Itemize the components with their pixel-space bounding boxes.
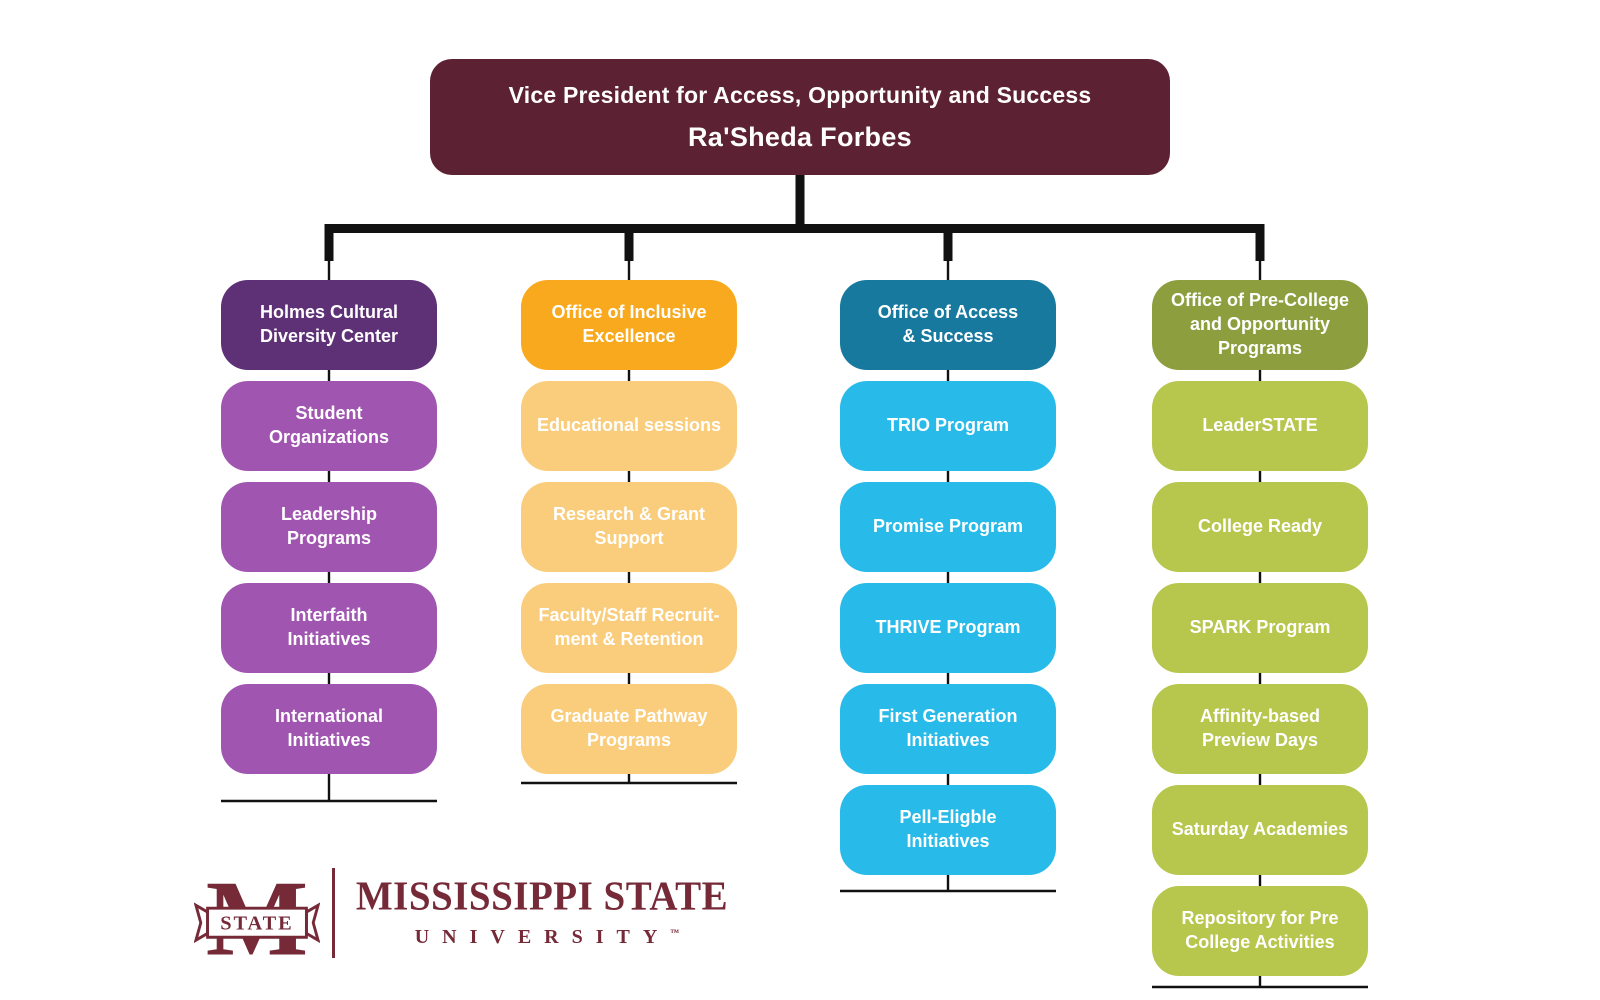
logo-divider xyxy=(332,868,335,958)
root-node-title: Vice President for Access, Opportunity a… xyxy=(508,81,1092,108)
org-node: Faculty/Staff Recruit- ment & Retention xyxy=(521,583,737,673)
org-node: LeaderSTATE xyxy=(1152,381,1368,471)
org-node: Affinity-based Preview Days xyxy=(1152,684,1368,774)
org-node: International Initiatives xyxy=(221,684,437,774)
org-node: Leadership Programs xyxy=(221,482,437,572)
org-node: Educational sessions xyxy=(521,381,737,471)
org-node: Student Organizations xyxy=(221,381,437,471)
org-node: TRIO Program xyxy=(840,381,1056,471)
org-node-header: Office of Inclusive Excellence xyxy=(521,280,737,370)
msu-wordmark: MISSISSIPPI STATE UNIVERSITY™ xyxy=(352,874,732,949)
root-node: Vice President for Access, Opportunity a… xyxy=(430,59,1170,175)
org-node: Repository for Pre College Activities xyxy=(1152,886,1368,976)
org-node: Promise Program xyxy=(840,482,1056,572)
msu-wordmark-line1: MISSISSIPPI STATE xyxy=(355,873,729,920)
org-node: College Ready xyxy=(1152,482,1368,572)
org-node: Saturday Academies xyxy=(1152,785,1368,875)
org-node-header: Office of Pre-College and Opportunity Pr… xyxy=(1152,280,1368,370)
msu-wordmark-university: UNIVERSITY xyxy=(414,926,671,948)
org-node-header: Holmes Cultural Diversity Center xyxy=(221,280,437,370)
msu-m-banner-icon: M STATE xyxy=(194,864,320,964)
org-node: Pell-Eligble Initiatives xyxy=(840,785,1056,875)
msu-wordmark-line2: UNIVERSITY™ xyxy=(362,926,732,949)
org-node: SPARK Program xyxy=(1152,583,1368,673)
org-node: Research & Grant Support xyxy=(521,482,737,572)
org-node: Interfaith Initiatives xyxy=(221,583,437,673)
org-node: Graduate Pathway Programs xyxy=(521,684,737,774)
msu-logo: M STATE MISSISSIPPI STATE UNIVERSITY™ xyxy=(192,858,752,978)
org-node-header: Office of Access & Success xyxy=(840,280,1056,370)
org-node: THRIVE Program xyxy=(840,583,1056,673)
msu-banner-label: STATE xyxy=(220,913,293,935)
org-node: First Generation Initiatives xyxy=(840,684,1056,774)
trademark-symbol: ™ xyxy=(670,927,680,938)
root-node-name: Ra'Sheda Forbes xyxy=(688,121,912,152)
